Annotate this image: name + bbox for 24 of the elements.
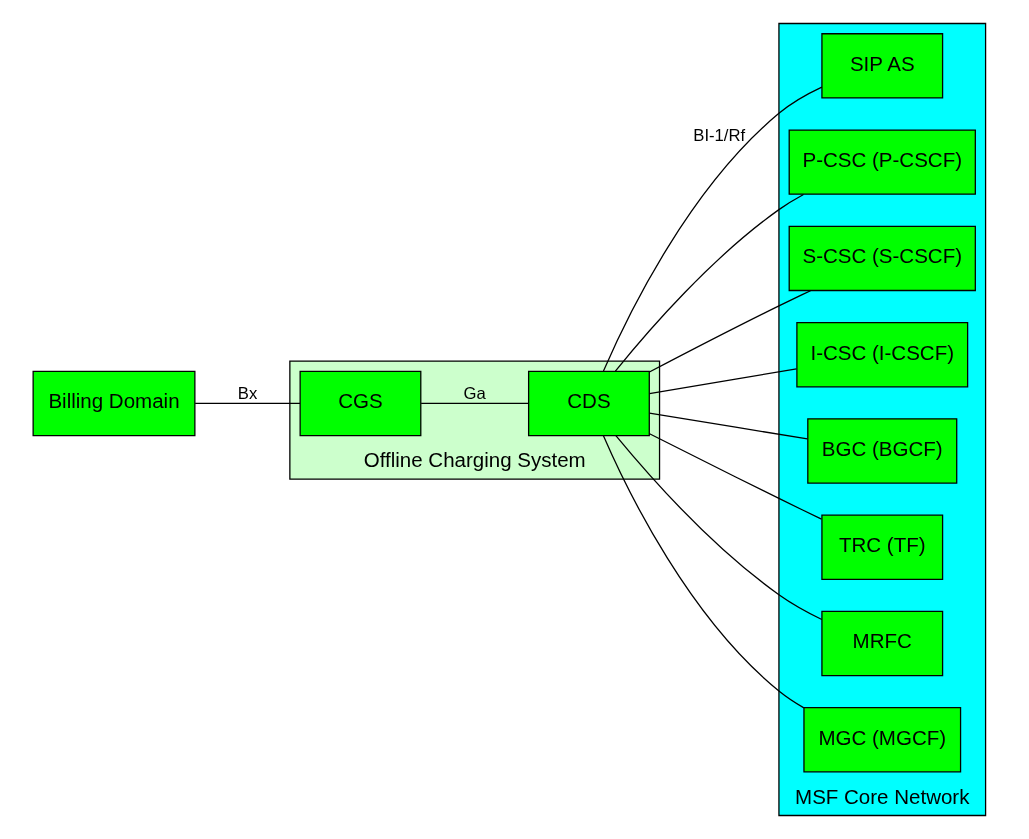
node-box: CGS <box>299 370 422 437</box>
node-box: Billing Domain <box>32 370 196 437</box>
node-box: MRFC <box>821 610 944 677</box>
connector <box>648 412 809 440</box>
node-box: S-CSC (S-CSCF) <box>788 225 976 292</box>
node-box: I-CSC (I-CSCF) <box>796 321 969 388</box>
edge-label: BI-1/Rf <box>693 125 746 145</box>
edge-label: Bx <box>237 383 258 403</box>
node-box: P-CSC (P-CSCF) <box>788 129 976 195</box>
connector <box>194 402 301 405</box>
connector <box>615 434 823 621</box>
edge-label: Ga <box>463 383 486 403</box>
connector <box>602 435 805 709</box>
node-box: TRC (TF) <box>821 514 944 580</box>
connector <box>614 193 805 372</box>
connector <box>602 86 823 372</box>
connector <box>648 368 798 395</box>
connector <box>648 290 812 373</box>
node-box: MGC (MGCF) <box>803 707 962 773</box>
node-box: BGC (BGCF) <box>807 418 958 484</box>
node-box: SIP AS <box>821 33 944 99</box>
node-box: CDS <box>528 370 650 437</box>
connector <box>648 433 823 520</box>
connector <box>420 402 529 405</box>
